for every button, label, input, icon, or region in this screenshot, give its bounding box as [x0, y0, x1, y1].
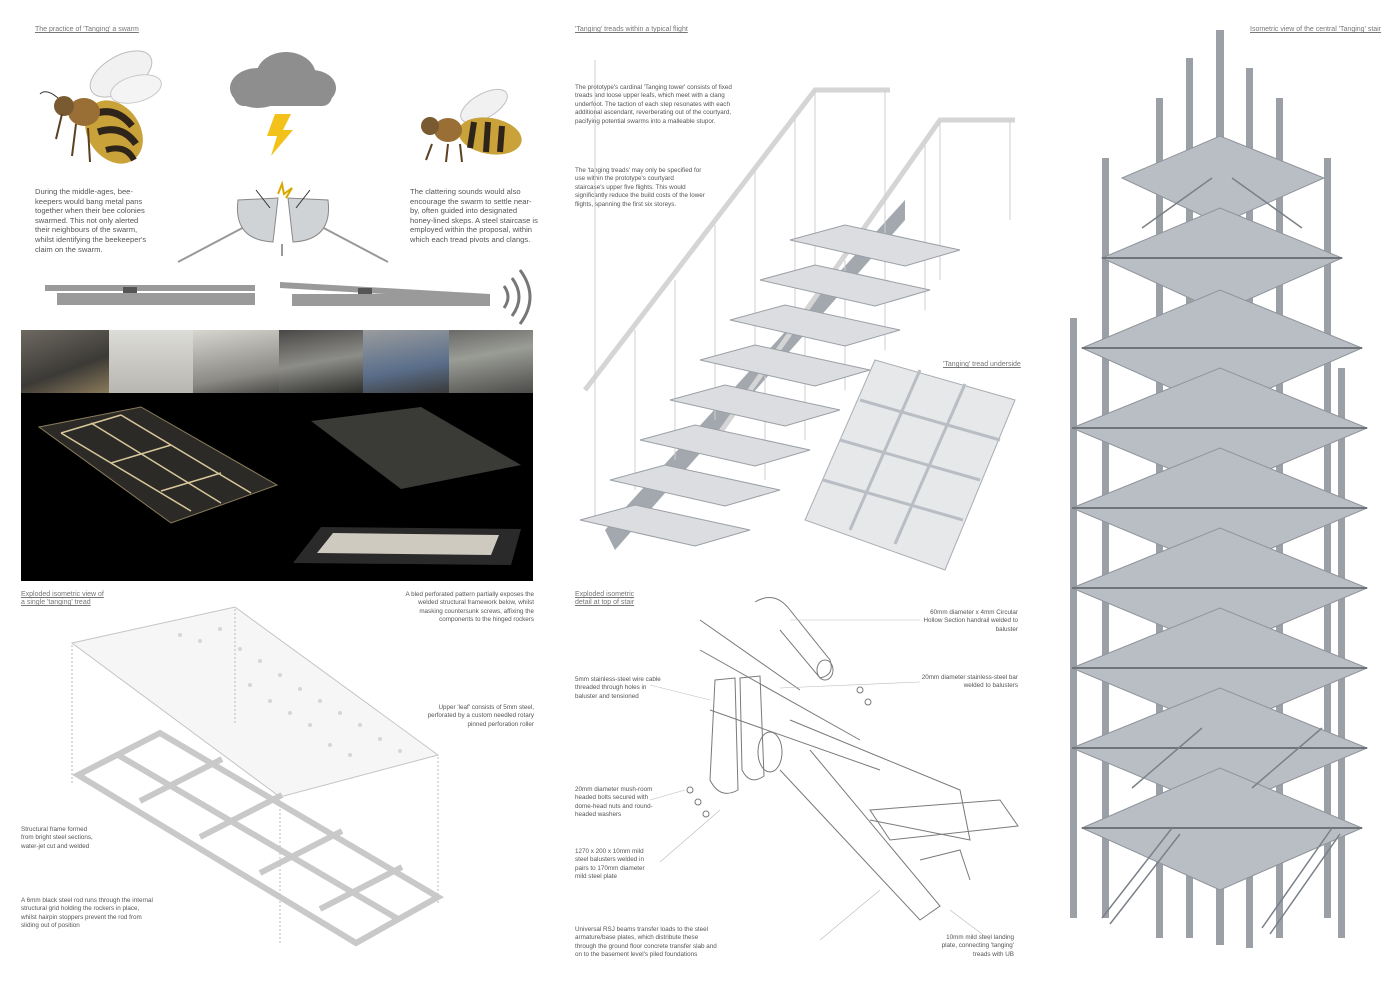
stair-text-1: The prototype's cardinal 'Tanging tower'… [575, 84, 732, 125]
exploded-tread-title-2: a single 'tanging' tread [21, 599, 91, 606]
note-wire-cable: 5mm stainless-steel wire cable threaded … [575, 676, 661, 700]
note-stainless-bar: 20mm diameter stainless-steel bar welded… [921, 674, 1018, 690]
tread-section-closed [45, 285, 255, 305]
note-upper-leaf: Upper 'leaf' consists of 5mm steel, perf… [427, 704, 534, 728]
note-handrail: 60mm diameter x 4mm Circular Hollow Sect… [923, 609, 1018, 633]
clashing-pans-icon [177, 180, 389, 263]
note-structural-frame: Structural frame formed from bright stee… [21, 826, 93, 850]
exploded-detail-title-2: detail at top of stair [575, 599, 635, 606]
swarm-right-text: The clattering sounds would also encoura… [410, 187, 538, 244]
note-steel-rod: A 6mm black steel rod runs through the i… [21, 897, 153, 930]
exploded-detail-drawing [649, 597, 1019, 941]
exploded-detail-title-1: Exploded isometric [575, 591, 635, 598]
tower-section-title: Isometric view of the central 'Tanging' … [1250, 26, 1382, 33]
sound-waves-icon [502, 269, 532, 325]
lightning-icon [267, 114, 293, 156]
tread-underside-title: 'Tanging' tread underside [943, 361, 1021, 368]
fabrication-photo-strip [21, 330, 533, 393]
note-perforated-pattern: A bled perforated pattern partially expo… [405, 591, 534, 624]
bee-icon [421, 88, 522, 163]
swarm-section-title: The practice of 'Tanging' a swarm [35, 26, 139, 33]
stair-flight-drawing [579, 60, 1016, 571]
tread-section-open [280, 282, 490, 306]
stair-text-2: The 'tanging treads' may only be specifi… [575, 167, 705, 208]
stair-section-title: 'Tanging' treads within a typical flight [575, 26, 688, 33]
note-rsj-beams: Universal RSJ beams transfer loads to th… [575, 926, 717, 959]
note-landing-plate: 10mm mild steel landing plate, connectin… [941, 934, 1014, 958]
bee-icon [39, 50, 162, 164]
storm-cloud-icon [230, 52, 336, 108]
note-balusters: 1270 x 200 x 10mm mild steel balusters w… [575, 848, 645, 881]
isometric-tower-drawing [1070, 30, 1369, 948]
swarm-left-text: During the middle-ages, bee-keepers woul… [35, 187, 147, 254]
note-bolts: 20mm diameter mush-room headed bolts sec… [575, 786, 653, 819]
tread-prototype-photo [21, 393, 533, 581]
exploded-tread-title-1: Exploded isometric view of [21, 591, 104, 598]
exploded-tread-drawing [70, 606, 445, 947]
